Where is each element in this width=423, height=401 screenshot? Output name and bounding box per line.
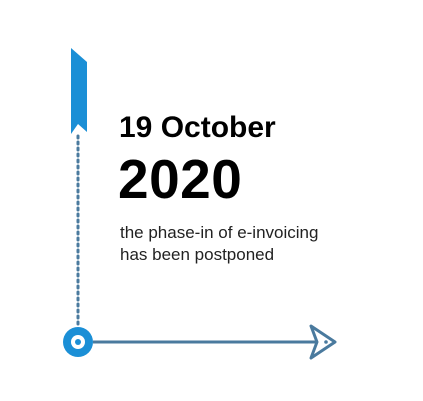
- arrow-head-icon: [309, 324, 337, 360]
- date-year: 2020: [118, 148, 243, 210]
- description-line-1: the phase-in of e-invoicing: [120, 223, 319, 242]
- arrow-dot-icon: [324, 340, 328, 344]
- ribbon-flag-icon: [71, 48, 87, 134]
- description-text: the phase-in of e-invoicing has been pos…: [120, 222, 318, 266]
- date-day-month: 19 October: [119, 111, 276, 144]
- circle-node-icon: [63, 327, 93, 357]
- description-line-2: has been postponed: [120, 245, 275, 264]
